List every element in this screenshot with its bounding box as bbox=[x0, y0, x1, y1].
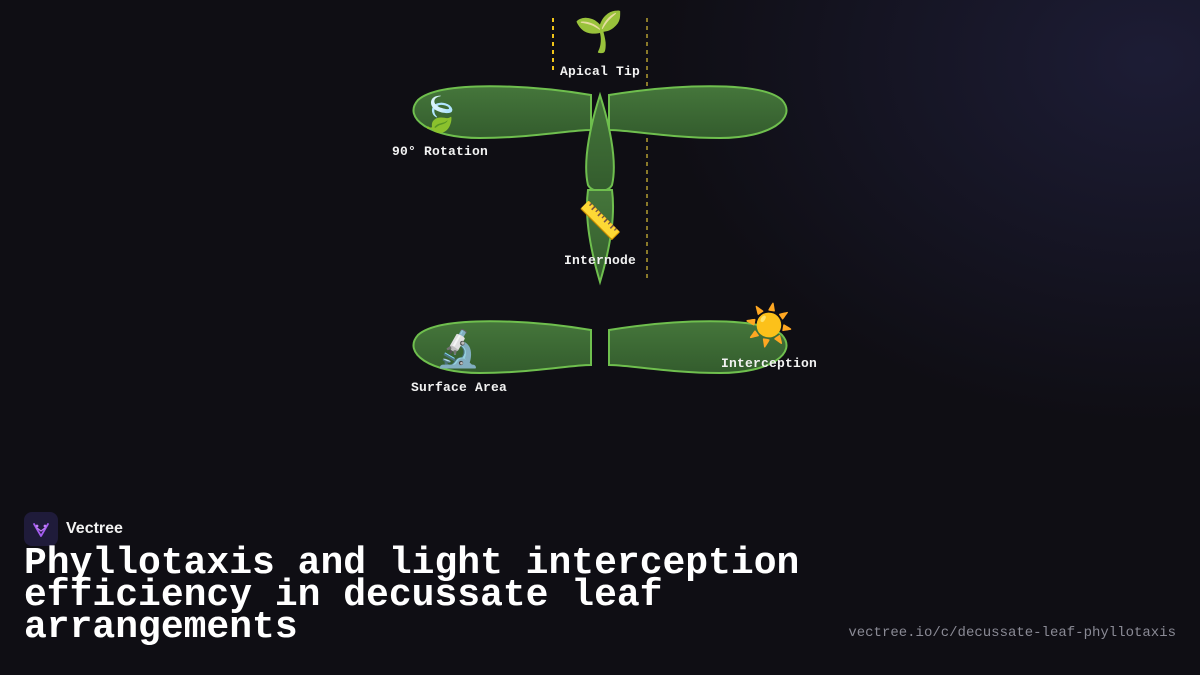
label-interception: Interception bbox=[720, 356, 818, 371]
leaf-wind-icon: 🍃 bbox=[418, 95, 462, 135]
lower-left-leaf bbox=[412, 320, 592, 375]
microscope-icon: 🔬 bbox=[435, 329, 481, 370]
brand-logo-icon bbox=[24, 512, 58, 546]
seedling-icon: 🌱 bbox=[574, 9, 624, 55]
source-url: vectree.io/c/decussate-leaf-phyllotaxis bbox=[848, 625, 1176, 641]
vertical-leaf-lower bbox=[585, 189, 615, 286]
brand-name: Vectree bbox=[66, 520, 123, 537]
brand: Vectree bbox=[24, 512, 123, 546]
ruler-icon: 📏 bbox=[577, 201, 623, 242]
label-surface-area: Surface Area bbox=[410, 380, 508, 395]
upper-left-leaf bbox=[412, 85, 592, 140]
label-apical-tip: Apical Tip bbox=[559, 64, 641, 79]
page-title: Phyllotaxis and light interception effic… bbox=[24, 542, 800, 649]
lower-right-leaf bbox=[608, 320, 788, 375]
label-rotation: 90° Rotation bbox=[391, 144, 489, 159]
label-internode: Internode bbox=[563, 253, 637, 268]
upper-right-leaf bbox=[608, 85, 788, 140]
sun-icon: ☀️ bbox=[744, 303, 794, 349]
